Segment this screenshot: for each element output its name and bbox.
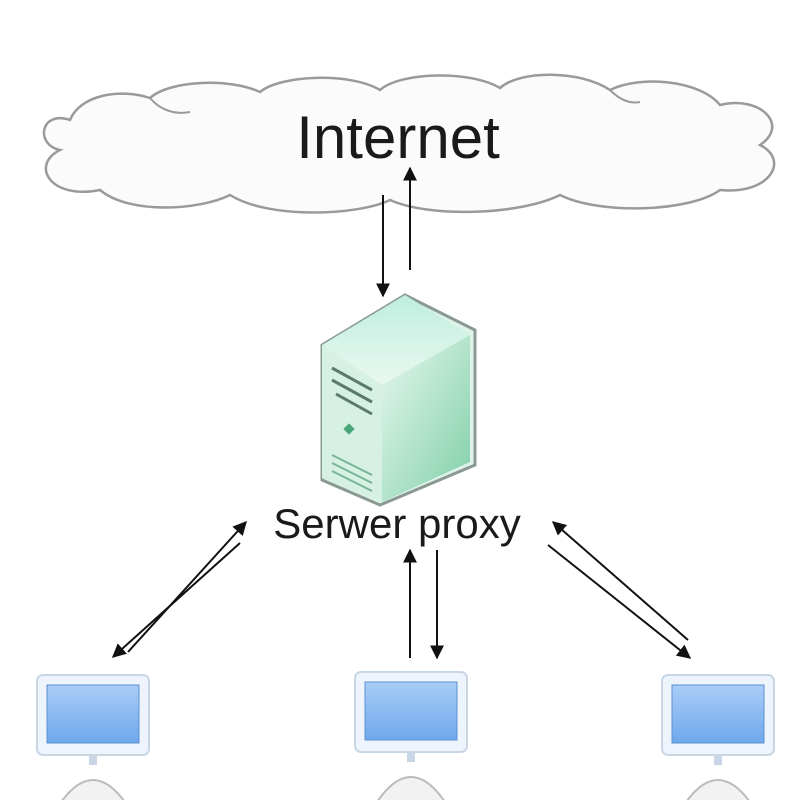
client-computer-left-icon <box>36 674 150 800</box>
arrow-server-to-client-right <box>547 544 692 659</box>
internet-label: Internet <box>296 104 500 171</box>
proxy-server-icon <box>320 293 477 507</box>
server-label: Serwer proxy <box>273 500 520 547</box>
internet-cloud <box>42 73 776 214</box>
arrow-client-left-to-server <box>127 520 247 653</box>
arrow-client-right-to-server <box>551 521 689 641</box>
client-computer-middle-icon <box>354 671 468 800</box>
client-computer-right-icon <box>661 674 775 800</box>
